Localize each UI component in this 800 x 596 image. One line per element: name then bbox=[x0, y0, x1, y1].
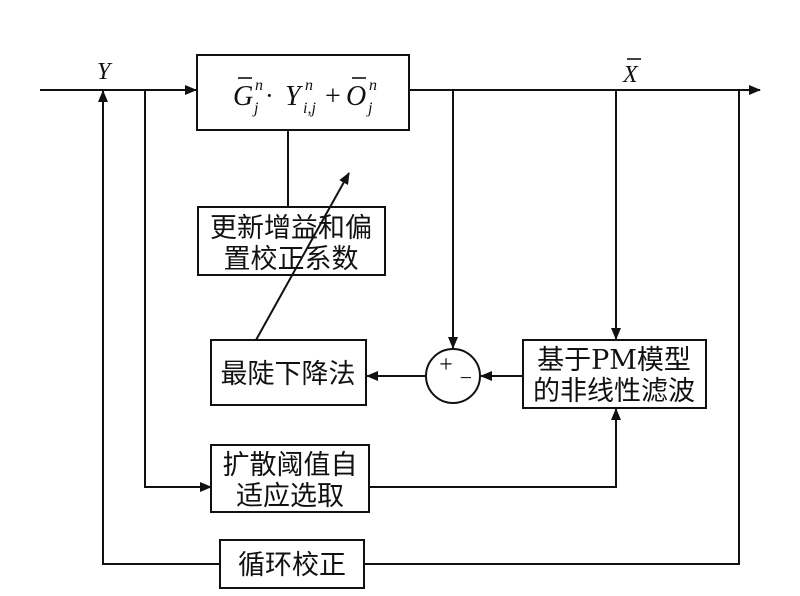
pm-filter-block bbox=[522, 339, 707, 409]
formula-sub-g: j bbox=[252, 100, 259, 117]
adjustment-arrow bbox=[255, 172, 350, 341]
steepest-descent-label: 最陡下降法 bbox=[221, 359, 356, 390]
formula-block bbox=[196, 54, 410, 131]
update-coefficients-block bbox=[197, 206, 386, 276]
formula-term-o: O bbox=[346, 81, 366, 112]
formula-term-g: G bbox=[233, 81, 253, 112]
update-coefficients-line1: 更新增益和偏 bbox=[210, 213, 372, 244]
input-to-threshold-line bbox=[144, 90, 212, 492]
formula-sub-o: j bbox=[366, 100, 373, 117]
formula-sup-g: n bbox=[255, 77, 263, 94]
summing-plus-sign: + bbox=[439, 352, 453, 378]
formula-operator-dot: · bbox=[265, 81, 274, 110]
update-coefficients-line2: 置校正系数 bbox=[224, 244, 359, 275]
adaptive-threshold-line1: 扩散阈值自 bbox=[223, 450, 358, 481]
formula-expression: G n j · Y n i,j + O n j bbox=[233, 77, 377, 117]
steepest-descent-block bbox=[210, 339, 367, 406]
adaptive-threshold-block bbox=[210, 444, 370, 513]
feedback-right-line bbox=[364, 90, 740, 565]
output-label-x: X bbox=[622, 62, 639, 88]
formula-sup-y: n bbox=[305, 77, 313, 94]
feedback-left-line bbox=[98, 90, 220, 565]
loop-correction-label: 循环校正 bbox=[238, 550, 346, 581]
threshold-to-filter-line bbox=[369, 408, 621, 488]
formula-operator-plus: + bbox=[325, 81, 341, 112]
formula-sub-y: i,j bbox=[303, 100, 316, 117]
summing-minus-sign: − bbox=[460, 365, 472, 390]
pm-filter-line2: 的非线性滤波 bbox=[533, 376, 695, 407]
pm-filter-line1: 基于PM模型 bbox=[537, 345, 691, 376]
adaptive-threshold-line2: 适应选取 bbox=[236, 481, 344, 512]
formula-term-y: Y bbox=[285, 81, 304, 112]
input-label-y: Y bbox=[97, 59, 113, 85]
formula-sup-o: n bbox=[369, 77, 377, 94]
